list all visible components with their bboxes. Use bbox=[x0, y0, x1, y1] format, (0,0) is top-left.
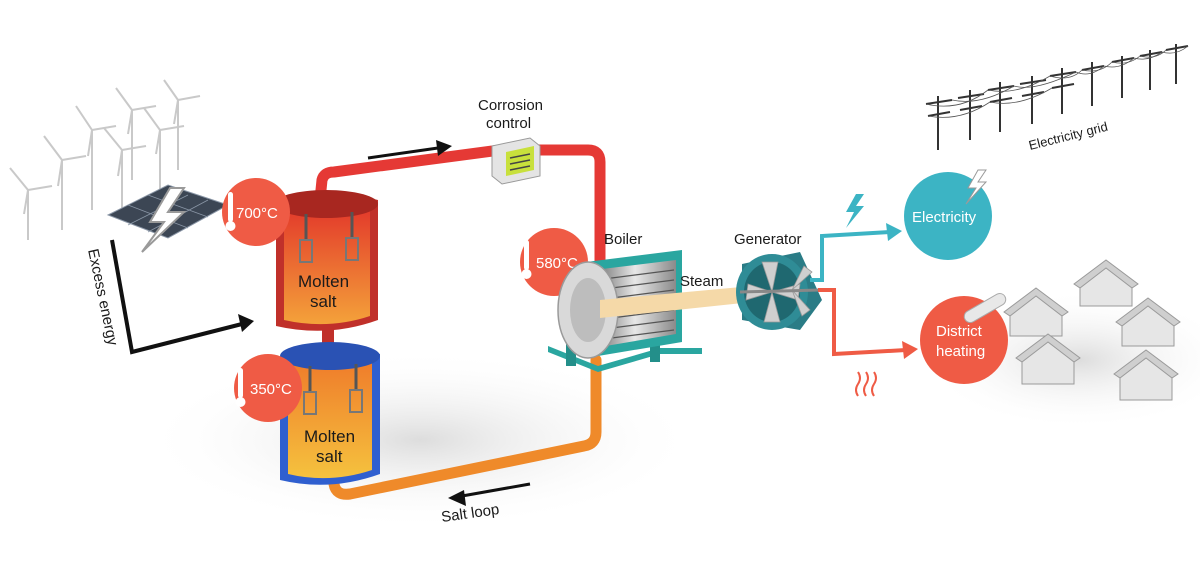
corrosion-control-label-line1: Corrosion bbox=[478, 97, 543, 114]
corrosion-control-label-line2: control bbox=[486, 115, 531, 132]
house-icon bbox=[1073, 259, 1139, 307]
house-icon bbox=[1113, 349, 1179, 401]
temp-boiler-value: 580°C bbox=[536, 255, 578, 272]
electricity-label: Electricity bbox=[912, 209, 977, 226]
cold-tank-label-line2: salt bbox=[316, 447, 343, 466]
thermometer-icon bbox=[524, 240, 529, 270]
hot-flow-arrow bbox=[367, 140, 452, 160]
hot-tank bbox=[274, 190, 378, 331]
boiler-label: Boiler bbox=[604, 231, 642, 248]
thermometer-icon bbox=[238, 368, 243, 398]
house-icon bbox=[1115, 297, 1181, 347]
excess-energy-arrow bbox=[110, 239, 243, 355]
temp-badge-hot: 700°C bbox=[222, 178, 290, 246]
salt-loop-arrow bbox=[448, 482, 531, 506]
hot-tank-label-line1: Molten bbox=[298, 272, 349, 291]
electricity-output-line bbox=[810, 230, 891, 282]
floor-shadow bbox=[140, 350, 700, 530]
house-icon bbox=[1003, 287, 1069, 337]
hot-tank-label-line2: salt bbox=[310, 292, 337, 311]
lightning-icon bbox=[141, 187, 187, 253]
house-icon bbox=[1015, 333, 1081, 385]
wind-turbine-icon bbox=[9, 79, 201, 240]
temp-badge-cold: 350°C bbox=[234, 354, 302, 422]
thermometer-icon bbox=[228, 192, 233, 222]
district-heating-label-line2: heating bbox=[936, 343, 985, 360]
generator-label: Generator bbox=[734, 231, 802, 248]
cold-tank bbox=[280, 342, 380, 485]
houses bbox=[1003, 259, 1181, 401]
cold-tank-label-line1: Molten bbox=[304, 427, 355, 446]
steam-pipe bbox=[600, 286, 752, 318]
electricity-grid-label: Electricity grid bbox=[1027, 119, 1109, 153]
district-heating-label-line1: District bbox=[936, 323, 983, 340]
heating-output-line bbox=[818, 288, 907, 357]
temp-hot-value: 700°C bbox=[236, 205, 278, 222]
electricity-node: Electricity bbox=[904, 169, 992, 260]
steam-label: Steam bbox=[680, 273, 723, 290]
temp-cold-value: 350°C bbox=[250, 381, 292, 398]
lightning-icon bbox=[846, 194, 864, 228]
district-heating-node: District heating bbox=[920, 293, 1008, 384]
cold-salt-pipe bbox=[326, 354, 602, 500]
generator bbox=[736, 252, 822, 330]
lightning-icon bbox=[965, 169, 988, 205]
heat-waves-icon bbox=[855, 371, 877, 397]
power-lines bbox=[925, 45, 1189, 118]
corrosion-control-unit bbox=[491, 137, 541, 185]
